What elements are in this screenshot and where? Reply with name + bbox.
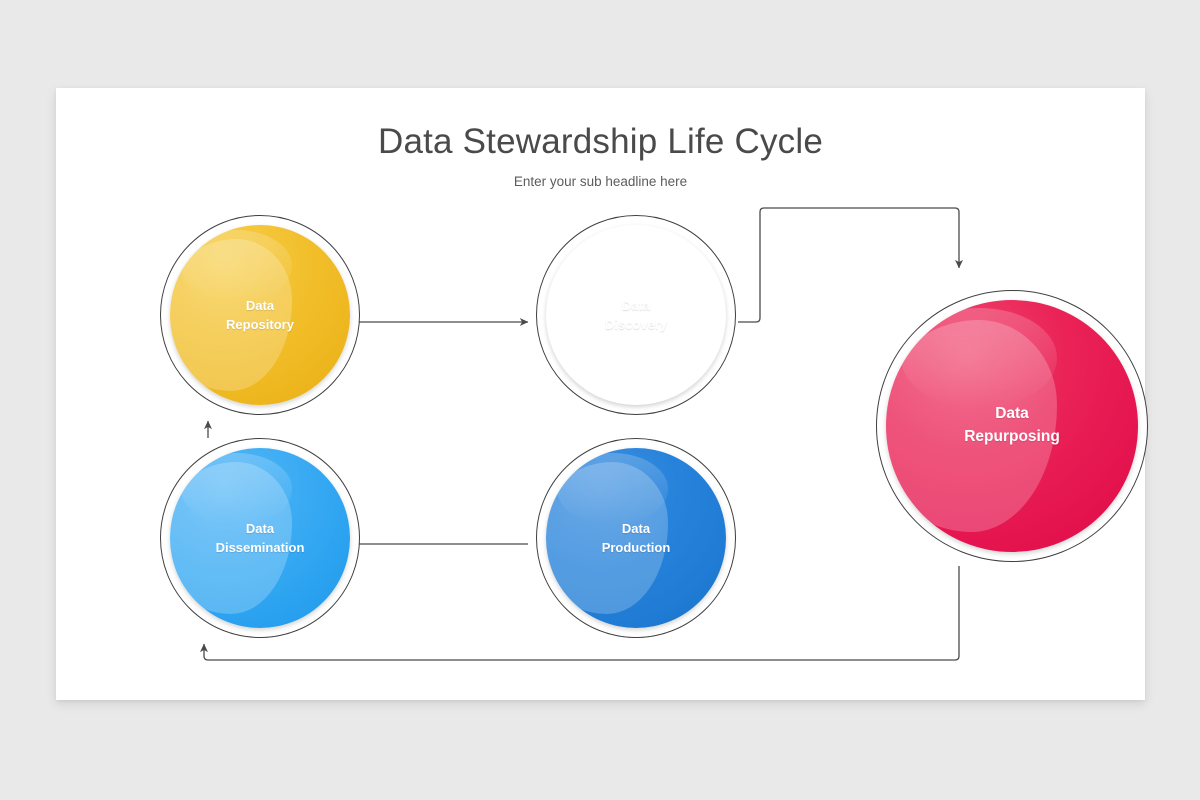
node-label: Data Repurposing <box>964 405 1060 445</box>
node-label: Data Production <box>601 520 671 555</box>
node-data-discovery[interactable]: Data Discovery <box>536 215 736 415</box>
page-title: Data Stewardship Life Cycle <box>377 122 824 161</box>
node-disc: Data Dissemination <box>170 448 350 628</box>
node-label: Data Discovery <box>604 297 668 332</box>
node-disc: Data Production <box>546 448 726 628</box>
node-label: Data Dissemination <box>215 520 305 555</box>
page-subtitle: Enter your sub headline here <box>513 174 688 189</box>
node-label: Data Repository <box>226 297 294 332</box>
node-data-repurposing[interactable]: Data Repurposing <box>876 290 1148 562</box>
node-data-repository[interactable]: Data Repository <box>160 215 360 415</box>
connector-discovery-to-repurposing <box>738 207 964 323</box>
slide-card: Data Stewardship Life Cycle Enter your s… <box>56 88 1148 700</box>
node-disc: Data Repository <box>170 225 350 405</box>
node-disc: Data Discovery <box>546 225 726 405</box>
node-disc: Data Repurposing <box>886 300 1138 552</box>
node-data-dissemination[interactable]: Data Dissemination <box>160 438 360 638</box>
node-data-production[interactable]: Data Production <box>536 438 736 638</box>
